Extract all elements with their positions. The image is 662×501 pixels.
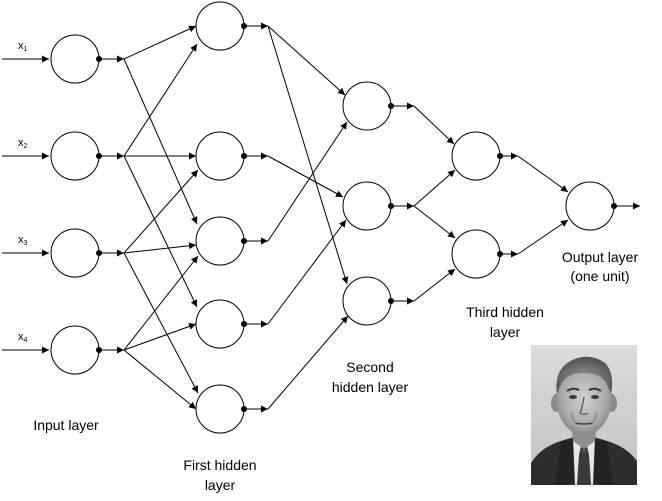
hidden2-node [342,276,392,326]
hidden3-node [451,131,501,181]
portrait-photo [531,345,637,485]
first-hidden-layer-label-line2: layer [205,477,236,493]
third-hidden-layer-label-line1: Third hidden [466,304,544,320]
input-node [50,34,100,84]
input-label-x4: x4 [18,331,28,344]
first-hidden-layer-label-line1: First hidden [183,457,256,473]
second-hidden-layer-label-line1: Second [346,359,393,375]
output-layer-label-line2: (one unit) [570,268,629,284]
third-hidden-layer-label-line2: layer [490,324,521,340]
connections-input-to-hidden1 [123,25,199,410]
output-layer-label-line1: Output layer [562,249,639,265]
input-labels: x1 x2 x3 x4 [18,40,28,344]
hidden1-node [195,299,245,349]
hidden1-node [195,1,245,51]
input-label-x3: x3 [18,234,28,247]
hidden2-node [342,181,392,231]
input-arrows [2,55,49,354]
hidden1-node [195,216,245,266]
output-node [565,181,615,231]
hidden1-node [195,131,245,181]
input-label-x1: x1 [18,40,28,53]
input-node [50,228,100,278]
first-hidden-layer-nodes [195,1,245,434]
hidden1-node [195,384,245,434]
node-output-arrows [99,22,640,413]
input-label-x2: x2 [18,137,28,150]
third-hidden-layer-nodes [451,131,501,279]
input-layer-label: Input layer [33,417,99,433]
hidden2-node [342,81,392,131]
input-layer-nodes [50,34,100,375]
connections-hidden3-to-output [517,155,569,255]
second-hidden-layer-nodes [342,81,392,326]
connections-hidden2-to-hidden3 [413,105,456,302]
output-layer-nodes [565,181,615,231]
connections-hidden1-to-hidden2 [267,25,349,410]
input-node [50,131,100,181]
second-hidden-layer-label-line2: hidden layer [332,379,409,395]
input-node [50,325,100,375]
hidden3-node [451,229,501,279]
